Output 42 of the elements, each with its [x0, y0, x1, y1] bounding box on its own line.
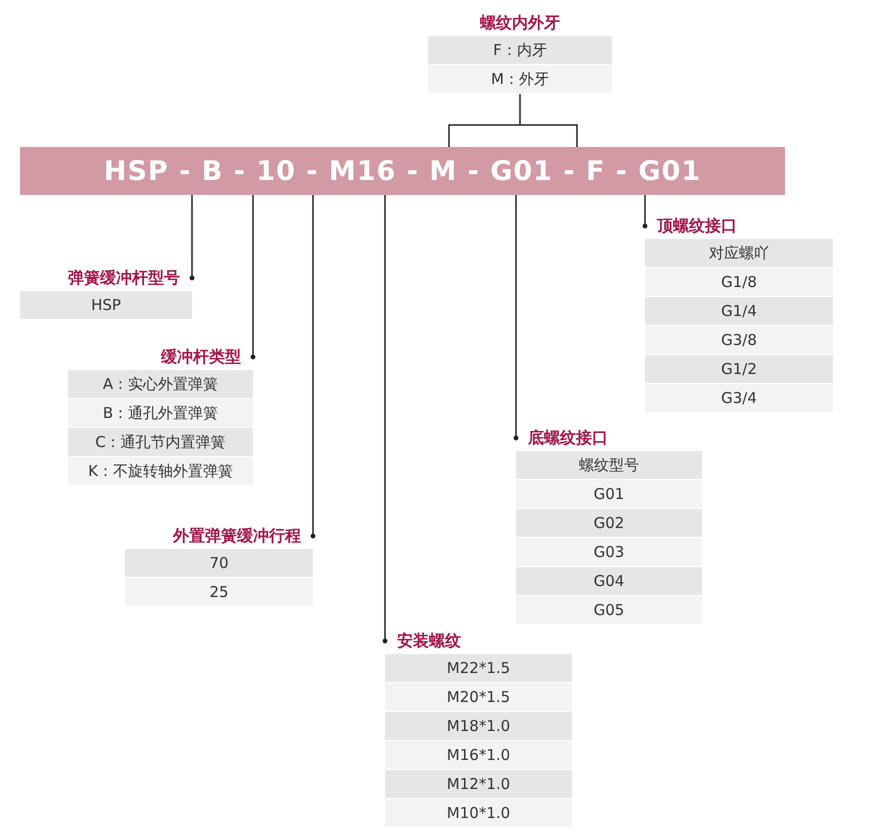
table-heading: 安装螺纹 — [396, 630, 462, 652]
table-row: 对应螺吖 — [645, 239, 833, 267]
table-row: M12*1.0 — [385, 770, 572, 798]
table-row: M10*1.0 — [385, 799, 572, 827]
table-row: G1/2 — [645, 355, 833, 383]
table-row: F：内牙 — [428, 36, 612, 64]
table-heading: 外置弹簧缓冲行程 — [172, 525, 302, 547]
table-row: G03 — [516, 538, 702, 566]
table-heading: 缓冲杆类型 — [160, 346, 242, 368]
table-heading: 螺纹内外牙 — [478, 12, 561, 34]
table-row: M20*1.5 — [385, 683, 572, 711]
table-row: G05 — [516, 596, 702, 624]
table-row: M：外牙 — [428, 65, 612, 93]
table-row: M16*1.0 — [385, 741, 572, 769]
table-row: G02 — [516, 509, 702, 537]
leader-line — [190, 195, 194, 280]
table-row: M22*1.5 — [385, 654, 572, 682]
table-row: K：不旋转轴外置弹簧 — [68, 457, 253, 485]
table-row: B：通孔外置弹簧 — [68, 399, 253, 427]
table-row: 25 — [125, 578, 313, 606]
leader-line — [250, 195, 256, 360]
table-heading: 顶螺纹接口 — [656, 215, 738, 237]
leader-line — [382, 195, 388, 644]
table-row: G3/4 — [645, 384, 833, 412]
table-row: G3/8 — [645, 326, 833, 354]
table-heading: 底螺纹接口 — [526, 427, 609, 449]
leader-line — [310, 195, 316, 538]
table-row: G04 — [516, 567, 702, 595]
bracket-line — [448, 93, 578, 148]
table-row: 70 — [125, 549, 313, 577]
table-row: HSP — [20, 291, 192, 319]
code-bar: HSP - B - 10 - M16 - M - G01 - F - G01 — [20, 147, 785, 195]
table-row: M18*1.0 — [385, 712, 572, 740]
table-row: G01 — [516, 480, 702, 508]
table-row: 螺纹型号 — [516, 451, 702, 479]
table-row: G1/4 — [645, 297, 833, 325]
table-row: G1/8 — [645, 268, 833, 296]
table-heading: 弹簧缓冲杆型号 — [67, 267, 181, 289]
table-row: A：实心外置弹簧 — [68, 370, 253, 398]
leader-line — [514, 195, 518, 440]
leader-line — [642, 195, 648, 228]
table-row: C：通孔节内置弹簧 — [68, 428, 253, 456]
